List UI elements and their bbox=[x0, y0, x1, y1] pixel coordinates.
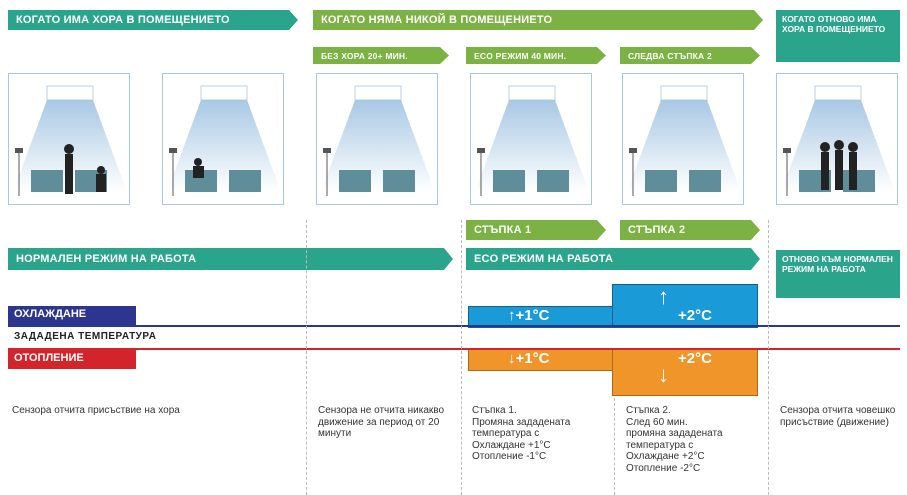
arrow-up-icon: ↑ bbox=[658, 284, 669, 309]
person-sitting bbox=[193, 166, 204, 178]
sub-no-people: БЕЗ ХОРА 20+ МИН. bbox=[313, 47, 449, 64]
step-2-arrow: СТЪПКА 2 bbox=[620, 220, 760, 240]
cool-delta-2: +2°C bbox=[678, 307, 712, 324]
room-scene-5 bbox=[622, 73, 744, 205]
room-illustration bbox=[781, 85, 895, 196]
heating-line bbox=[8, 348, 900, 350]
room-scene-3 bbox=[316, 73, 438, 205]
arrow-down-icon: ↓ bbox=[658, 362, 669, 387]
separator bbox=[768, 220, 769, 495]
sub-eco: ECO РЕЖИМ 40 МИН. bbox=[466, 47, 606, 64]
room-illustration bbox=[475, 85, 589, 196]
room-scene-2 bbox=[162, 73, 284, 205]
step-1-arrow: СТЪПКА 1 bbox=[466, 220, 606, 240]
heat-delta-2: +2°C bbox=[678, 350, 712, 367]
ac-unit bbox=[46, 85, 94, 101]
returned-header: КОГАТО ОТНОВО ИМА ХОРА В ПОМЕЩЕНИЕТО bbox=[776, 10, 900, 62]
room-scene-4 bbox=[470, 73, 592, 205]
cooling-step2-block bbox=[612, 284, 758, 328]
eco-mode-arrow: ECO РЕЖИМ НА РАБОТА bbox=[466, 248, 760, 270]
sub-next: СЛЕДВА СТЪПКА 2 bbox=[620, 47, 760, 64]
empty-header: КОГАТО НЯМА НИКОЙ В ПОМЕЩЕНИЕТО bbox=[313, 10, 763, 30]
room-scene-1 bbox=[8, 73, 130, 205]
normal-mode-arrow: НОРМАЛЕН РЕЖИМ НА РАБОТА bbox=[8, 248, 453, 270]
arrow-down-icon: ↓ bbox=[508, 350, 516, 367]
person-standing bbox=[65, 154, 73, 194]
arrow-up-icon: ↑ bbox=[508, 307, 516, 324]
heat-delta-1: ↓+1°C bbox=[508, 350, 550, 367]
room-scene-6 bbox=[776, 73, 898, 205]
note-step1: Стъпка 1. Промяна зададената температура… bbox=[472, 405, 571, 462]
separator bbox=[461, 220, 462, 495]
note-no-motion: Сензора не отчита никакво движение за пе… bbox=[318, 405, 445, 439]
cooling-line bbox=[8, 325, 900, 327]
note-returned: Сензора отчита човешко присъствие (движе… bbox=[780, 405, 896, 428]
note-occupied: Сензора отчита присъствие на хора bbox=[12, 405, 180, 416]
person-standing bbox=[821, 152, 829, 190]
setpoint-label: ЗАДАДЕНА ТЕМПЕРАТУРА bbox=[14, 331, 157, 342]
setpoint-dashed bbox=[470, 337, 760, 339]
room-illustration bbox=[167, 85, 281, 196]
person-sitting bbox=[96, 174, 106, 192]
back-normal-box: ОТНОВО КЪМ НОРМАЛЕН РЕЖИМ НА РАБОТА bbox=[776, 250, 900, 298]
person-standing bbox=[835, 150, 843, 190]
person-standing bbox=[849, 152, 857, 190]
heating-label: ОТОПЛЕНИЕ bbox=[8, 350, 136, 369]
cool-delta-1: ↑+1°C bbox=[508, 307, 550, 324]
heating-step2-block bbox=[612, 348, 758, 396]
occupied-header: КОГАТО ИМА ХОРА В ПОМЕЩЕНИЕТО bbox=[8, 10, 298, 30]
separator bbox=[614, 398, 615, 495]
cooling-label: ОХЛАЖДАНЕ bbox=[8, 306, 136, 325]
separator bbox=[306, 220, 307, 495]
room-illustration bbox=[13, 85, 127, 196]
note-step2: Стъпка 2. След 60 мин. промяна зададенат… bbox=[626, 405, 723, 474]
room-illustration bbox=[321, 85, 435, 196]
room-illustration bbox=[627, 85, 741, 196]
